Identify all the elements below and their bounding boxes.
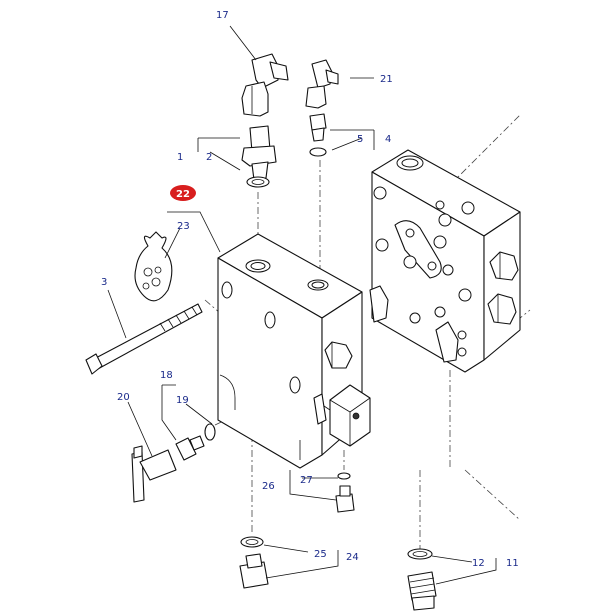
seal-kit-bag-23[interactable] — [134, 231, 173, 302]
callout-22: 22 — [176, 189, 190, 200]
o-ring-5[interactable] — [309, 147, 327, 157]
adapter-fitting-4[interactable] — [309, 113, 327, 142]
callout-5: 5 — [357, 134, 363, 145]
callout-22-highlight: 22 — [170, 185, 196, 201]
callout-18: 18 — [160, 370, 173, 381]
o-ring-25[interactable] — [240, 536, 264, 548]
callout-2: 2 — [206, 152, 212, 163]
side-hex-plug[interactable] — [324, 341, 353, 369]
tee-fitting-20[interactable] — [131, 445, 177, 503]
plug-26[interactable] — [335, 485, 355, 513]
callout-11: 11 — [506, 558, 519, 569]
main-valve-block[interactable] — [217, 233, 363, 469]
callout-labels: 17 21 1 2 5 4 22 23 3 18 20 19 27 26 25 … — [101, 10, 519, 569]
callout-27: 27 — [300, 475, 313, 486]
callout-17: 17 — [216, 10, 229, 21]
callout-1: 1 — [177, 152, 183, 163]
elbow-fitting-21[interactable] — [305, 59, 339, 109]
adapter-fitting-18[interactable] — [175, 435, 205, 461]
solenoid-connector[interactable] — [313, 384, 371, 447]
right-block-hex-plug-bottom[interactable] — [487, 293, 517, 325]
callout-23: 23 — [177, 221, 190, 232]
callout-12: 12 — [472, 558, 485, 569]
callout-4: 4 — [385, 134, 391, 145]
callout-21: 21 — [380, 74, 393, 85]
right-block-hex-plug-top[interactable] — [489, 251, 519, 281]
adapter-fitting-1[interactable] — [241, 125, 277, 181]
tie-bolt-3[interactable] — [85, 303, 203, 375]
callout-26: 26 — [262, 481, 275, 492]
secondary-valve-block[interactable] — [369, 149, 521, 373]
plug-11[interactable] — [407, 571, 437, 611]
o-ring-19[interactable] — [204, 423, 216, 441]
o-ring-12[interactable] — [407, 548, 433, 560]
elbow-fitting-17[interactable] — [241, 53, 289, 117]
o-ring-27[interactable] — [337, 472, 351, 480]
callout-24: 24 — [346, 552, 359, 563]
callout-19: 19 — [176, 395, 189, 406]
plug-24[interactable] — [239, 553, 269, 589]
o-ring-2[interactable] — [246, 176, 270, 188]
leader-lines — [107, 25, 497, 585]
callout-3: 3 — [101, 277, 107, 288]
callout-20: 20 — [117, 392, 130, 403]
callout-25: 25 — [314, 549, 327, 560]
